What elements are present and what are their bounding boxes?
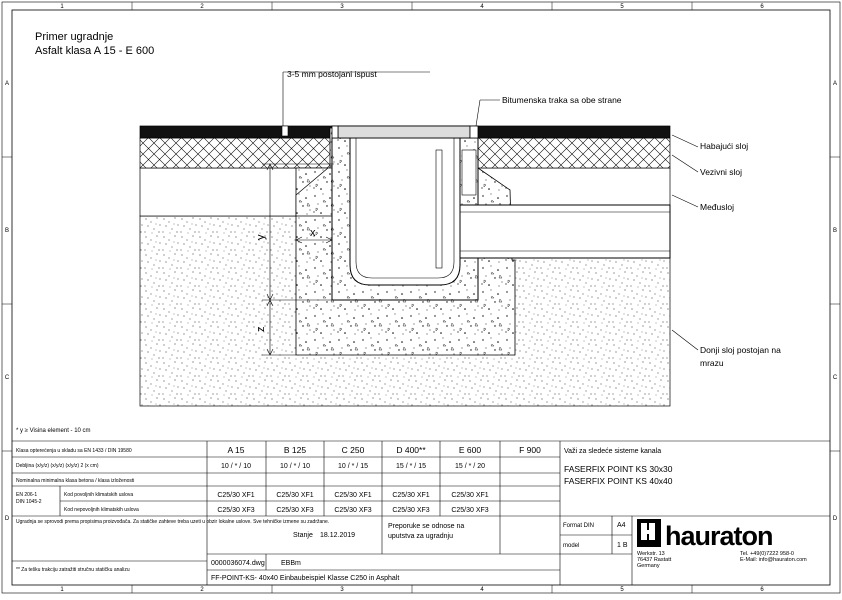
format-label: Format DIN bbox=[563, 523, 594, 529]
drawing-title: FF-POINT-KS- 40x40 Einbaubeispiel Klasse… bbox=[211, 575, 399, 582]
favourable-b125: C25/30 XF1 bbox=[276, 492, 313, 499]
callout-intermediate: Međusloj bbox=[700, 202, 734, 212]
row-label-c-right: C bbox=[833, 375, 838, 381]
grid-labels: 1 2 3 4 5 6 1 2 3 4 5 6 A B C D A B C D bbox=[5, 4, 838, 593]
callout-binder: Vezivni sloj bbox=[700, 167, 742, 177]
callout-bitumen: Bitumenska traka sa obe strane bbox=[502, 95, 622, 105]
drawing-number: 0000036074.dwg bbox=[211, 560, 265, 567]
dimensions bbox=[262, 71, 699, 356]
col-label-2: 2 bbox=[200, 4, 204, 10]
row-thickness-label: Debljina (x/y/z) (x/y/z) (x/y/z) 2 (x cm… bbox=[16, 463, 99, 469]
address-line-1: Werkstr. 13 bbox=[637, 551, 665, 557]
class-e600: E 600 bbox=[459, 445, 481, 455]
brand-name: hauraton bbox=[665, 521, 773, 551]
col-label-4: 4 bbox=[480, 4, 484, 10]
std-left-1: EN 206-1 bbox=[16, 492, 37, 498]
col-label-5-bottom: 5 bbox=[620, 587, 624, 593]
favourable-c250: C25/30 XF1 bbox=[334, 492, 371, 499]
unfavourable-e600: C25/30 XF3 bbox=[451, 507, 488, 514]
address-line-3: Germany bbox=[637, 563, 660, 569]
class-c250: C 250 bbox=[342, 445, 365, 455]
thickness-b125: 10 / * / 10 bbox=[280, 463, 310, 470]
callout-wearing: Habajući sloj bbox=[700, 141, 748, 151]
row-label-a-right: A bbox=[833, 81, 837, 87]
dim-x: x bbox=[310, 227, 316, 239]
unfavourable-b125: C25/30 XF3 bbox=[276, 507, 313, 514]
channel-inner-line bbox=[355, 137, 455, 279]
frame-right bbox=[469, 125, 479, 139]
model-label: model bbox=[563, 543, 579, 549]
grate bbox=[337, 125, 471, 139]
class-a15: A 15 bbox=[227, 445, 244, 455]
copyright-note: ** Za tešku trakciju zatražiti stručnu s… bbox=[16, 567, 130, 573]
unfavourable-c250: C25/30 XF3 bbox=[334, 507, 371, 514]
outlet-pipe bbox=[459, 204, 671, 259]
class-d400: D 400** bbox=[396, 445, 426, 455]
row-label-d-right: D bbox=[833, 516, 838, 522]
title-line-2: Asfalt klasa A 15 - E 600 bbox=[35, 45, 154, 57]
row-label-c: C bbox=[5, 375, 10, 381]
title-block-lines bbox=[12, 516, 633, 585]
spec-table-lines bbox=[12, 440, 830, 517]
favourable-a15: C25/30 XF1 bbox=[217, 492, 254, 499]
class-b125: B 125 bbox=[284, 445, 306, 455]
col-label-3: 3 bbox=[340, 4, 344, 10]
status-label: Stanje bbox=[293, 532, 313, 539]
col-label-6: 6 bbox=[760, 4, 764, 10]
model-value: 1 B bbox=[617, 542, 628, 549]
favourable-e600: C25/30 XF1 bbox=[451, 492, 488, 499]
hauraton-logo: hauraton bbox=[637, 519, 774, 551]
callout-frost-2: mrazu bbox=[700, 358, 724, 368]
callout-gap: 3-5 mm postojani ispust bbox=[287, 69, 377, 79]
recommend-line-1: Preporuke se odnose na bbox=[388, 523, 464, 530]
col-label-3-bottom: 3 bbox=[340, 587, 344, 593]
row-label-b: B bbox=[5, 228, 9, 234]
row-label-a: A bbox=[5, 81, 9, 87]
col-label-6-bottom: 6 bbox=[760, 587, 764, 593]
row-concrete-label: Nominalna minimalna klasa betona / klasa… bbox=[16, 478, 134, 484]
dim-z: z bbox=[255, 327, 267, 333]
system-1: FASERFIX POINT KS 30x30 bbox=[564, 464, 673, 474]
class-f900: F 900 bbox=[519, 445, 541, 455]
row-label-d: D bbox=[5, 516, 10, 522]
valid-for-label: Važi za sledeće sisteme kanala bbox=[564, 448, 661, 455]
row-favourable-label: Kod povoljnih klimatskih uslova bbox=[64, 492, 133, 498]
col-label-1: 1 bbox=[60, 4, 64, 10]
dim-y: y bbox=[255, 234, 267, 240]
row-label-b-right: B bbox=[833, 228, 837, 234]
thickness-a15: 10 / * / 10 bbox=[221, 463, 251, 470]
contact-email: E-Mail: info@hauraton.com bbox=[740, 557, 807, 563]
frame-left bbox=[331, 125, 339, 139]
disclaimer: Ugradnja se sprovodi prema propisima pro… bbox=[16, 519, 329, 525]
thickness-c250: 10 / * / 15 bbox=[338, 463, 368, 470]
inner-border bbox=[11, 9, 831, 586]
drawn-by: EBBm bbox=[281, 560, 301, 567]
address-line-2: 76437 Rastatt bbox=[637, 557, 672, 563]
callout-frost-1: Donji sloj postojan na bbox=[700, 345, 781, 355]
unfavourable-d400: C25/30 XF3 bbox=[392, 507, 429, 514]
thickness-e600: 15 / * / 20 bbox=[455, 463, 485, 470]
title-line-1: Primer ugradnje bbox=[35, 31, 113, 43]
recommend-line-2: uputstva za ugradnju bbox=[388, 533, 453, 540]
cross-section bbox=[139, 125, 671, 407]
std-left-2: DIN 1045-2 bbox=[16, 499, 42, 505]
bitumen-strip bbox=[281, 125, 289, 137]
col-label-5: 5 bbox=[620, 4, 624, 10]
unfavourable-a15: C25/30 XF3 bbox=[217, 507, 254, 514]
col-label-1-bottom: 1 bbox=[60, 587, 64, 593]
status-date: 18.12.2019 bbox=[320, 532, 355, 539]
contact-phone: Tel. +49(0)7222 958-0 bbox=[740, 551, 794, 557]
thickness-d400: 15 / * / 15 bbox=[396, 463, 426, 470]
row-unfavourable-label: Kod nepovoljnih klimatskih uslova bbox=[64, 507, 139, 513]
col-label-4-bottom: 4 bbox=[480, 587, 484, 593]
system-2: FASERFIX POINT KS 40x40 bbox=[564, 476, 673, 486]
format-value: A4 bbox=[617, 522, 626, 529]
favourable-d400: C25/30 XF1 bbox=[392, 492, 429, 499]
row-load-class-label: Klasa opterećenja u skladu sa EN 1433 / … bbox=[16, 448, 132, 454]
note-y: * y ≥ Visina element - 10 cm bbox=[16, 428, 91, 434]
col-label-2-bottom: 2 bbox=[200, 587, 204, 593]
